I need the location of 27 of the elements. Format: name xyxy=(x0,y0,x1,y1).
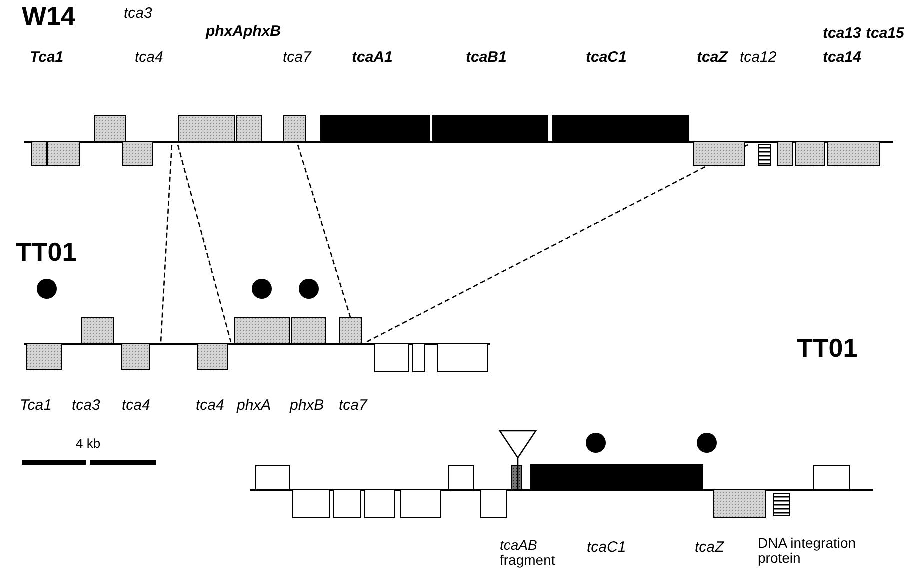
gene-label: tcaAB fragment xyxy=(500,538,556,569)
gene-label: tca12 xyxy=(740,50,777,66)
gene-label: tca13 xyxy=(823,26,862,42)
gene-label: tcaZ xyxy=(697,50,728,66)
strain-label: W14 xyxy=(22,2,76,31)
gene-label: tca3 xyxy=(72,398,100,414)
gene-label: Tca1 xyxy=(30,50,64,66)
gene-label: tca7 xyxy=(339,398,368,414)
gene-label: phxB xyxy=(290,398,324,414)
strain-label: TT01 xyxy=(797,334,858,363)
gene-label: tca4 xyxy=(196,398,224,414)
gene-label: tca4 xyxy=(122,398,150,414)
gene-label: tca7 xyxy=(283,50,312,66)
gene-label: tcaZ xyxy=(695,540,724,556)
gene-label: tcaA1 xyxy=(352,50,393,66)
scale-label: 4 kb xyxy=(76,437,101,452)
gene-label: phxA xyxy=(237,398,272,414)
gene-label: tca14 xyxy=(823,50,862,66)
gene-label: tcaC1 xyxy=(586,50,627,66)
gene-label: tcaC1 xyxy=(587,540,626,556)
gene-label: DNA integration protein xyxy=(758,536,858,567)
gene-label: tca3 xyxy=(124,6,152,22)
gene-label: Tca1 xyxy=(20,398,52,414)
gene-label: phxAphxB xyxy=(206,24,281,40)
strain-label: TT01 xyxy=(16,238,77,267)
gene-label: tca4 xyxy=(135,50,164,66)
gene-label: tcaB1 xyxy=(466,50,507,66)
